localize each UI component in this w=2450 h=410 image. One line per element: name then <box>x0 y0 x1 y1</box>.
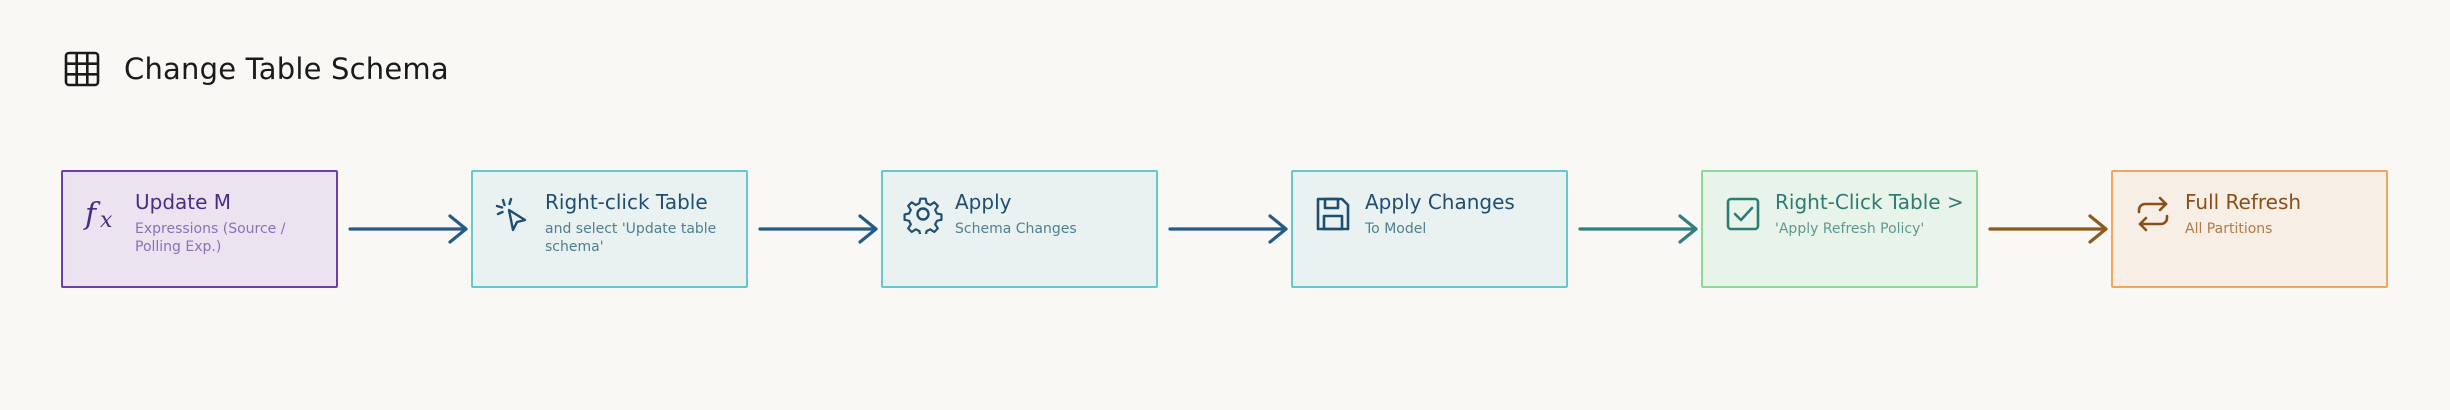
svg-text:f: f <box>83 197 101 232</box>
step-apply: Apply Schema Changes <box>881 170 1158 288</box>
page-title: Change Table Schema <box>124 52 449 86</box>
checkbox-check-icon <box>1723 194 1763 234</box>
step-update-m: f x Update M Expressions (Source / Polli… <box>61 170 338 288</box>
step-full-refresh: Full Refresh All Partitions <box>2111 170 2388 288</box>
arrow-connector <box>1988 214 2108 244</box>
diagram-header: Change Table Schema <box>62 48 449 90</box>
step-label: Full Refresh <box>2185 190 2302 214</box>
arrow-connector <box>758 214 878 244</box>
step-sublabel: Expressions (Source / Polling Exp.) <box>135 221 286 255</box>
step-right-click-table: Right-click Table and select 'Update tab… <box>471 170 748 288</box>
gear-icon <box>903 194 943 237</box>
table-grid-icon <box>62 49 102 89</box>
step-label: Apply <box>955 190 1012 214</box>
step-label: Right-Click Table > <box>1775 190 1964 214</box>
step-sublabel: and select 'Update table schema' <box>545 221 717 255</box>
svg-text:x: x <box>100 208 113 233</box>
step-sublabel: To Model <box>1365 221 1427 237</box>
step-sublabel: All Partitions <box>2185 221 2273 237</box>
cursor-click-icon <box>493 194 533 234</box>
step-apply-changes: Apply Changes To Model <box>1291 170 1568 288</box>
step-sublabel: 'Apply Refresh Policy' <box>1775 221 1925 237</box>
step-label: Right-click Table <box>545 190 708 214</box>
step-sublabel: Schema Changes <box>955 221 1077 237</box>
arrow-connector <box>1578 214 1698 244</box>
arrow-connector <box>348 214 468 244</box>
save-icon <box>1313 194 1353 234</box>
step-label: Apply Changes <box>1365 190 1515 214</box>
refresh-icon <box>2133 194 2173 234</box>
step-label: Update M <box>135 190 232 214</box>
arrow-connector <box>1168 214 1288 244</box>
step-right-click-table-refresh-policy: Right-Click Table > 'Apply Refresh Polic… <box>1701 170 1978 288</box>
function-fx-icon: f x <box>83 194 123 234</box>
